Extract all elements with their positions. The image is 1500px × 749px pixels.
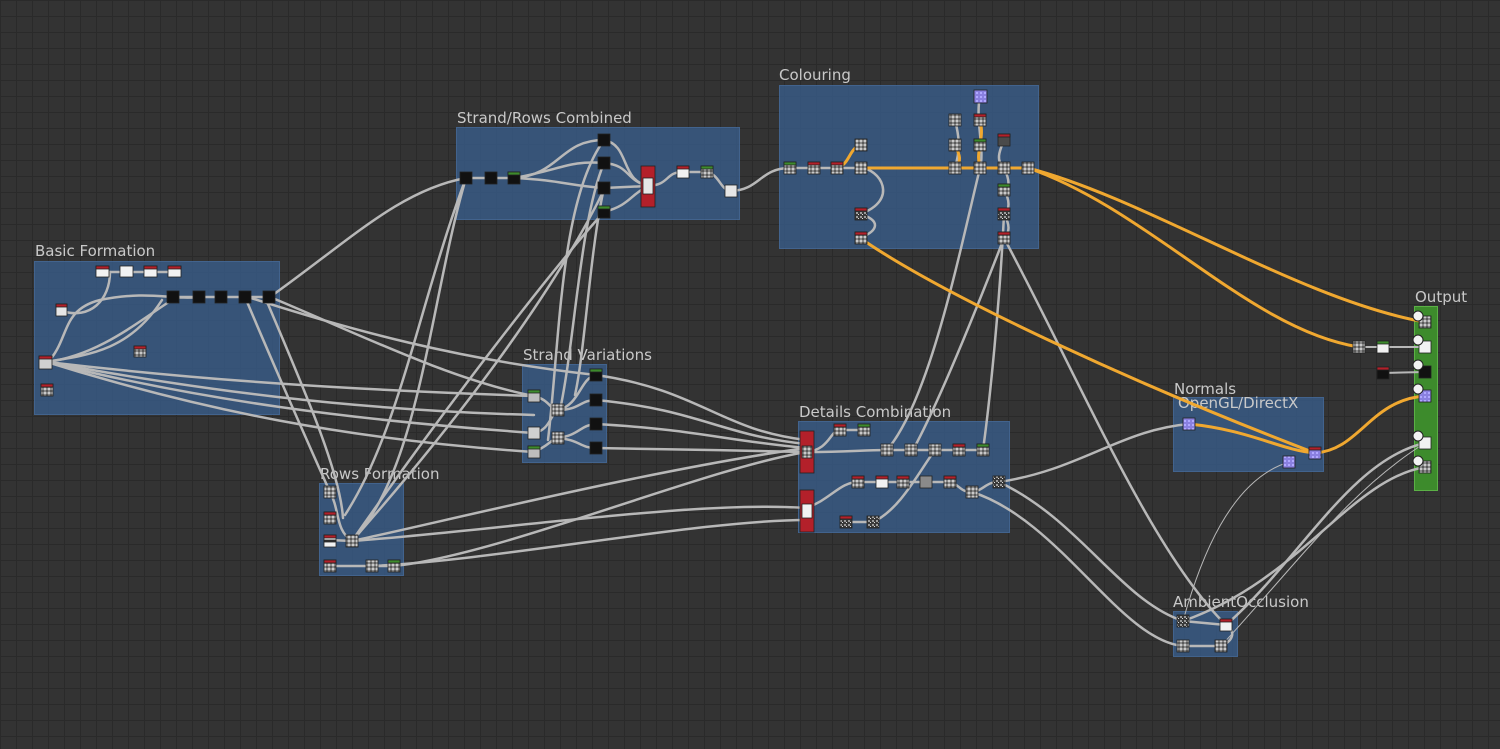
node-normals[interactable] (1182, 417, 1322, 469)
frame-basic-formation[interactable] (34, 261, 280, 415)
frame-title-output: Output (1415, 288, 1468, 306)
node-rows-formation[interactable] (323, 485, 401, 573)
node-colouring[interactable] (783, 89, 1035, 245)
output-port-icons (1412, 310, 1424, 467)
node-basic-formation-a[interactable] (38, 265, 276, 397)
frame-title-rows-formation: Rows Formation (320, 465, 440, 483)
node-ambient-occlusion[interactable] (1176, 614, 1233, 653)
frame-title-normals: Normals (1174, 380, 1237, 398)
node-strand-variations[interactable] (527, 368, 603, 459)
frame-subtitle-normals: OpenGL/DirectX (1178, 394, 1299, 412)
node-output-area[interactable] (1352, 315, 1432, 474)
node-details-combination[interactable] (799, 423, 1006, 533)
frame-title-strand-rows-combined: Strand/Rows Combined (457, 109, 632, 127)
node-strand-rows-combined[interactable] (459, 133, 738, 219)
frame-title-colouring: Colouring (779, 66, 851, 84)
frame-title-basic-formation: Basic Formation (35, 242, 156, 260)
frame-title-ambient-occlusion: AmbientOcclusion (1173, 593, 1309, 611)
